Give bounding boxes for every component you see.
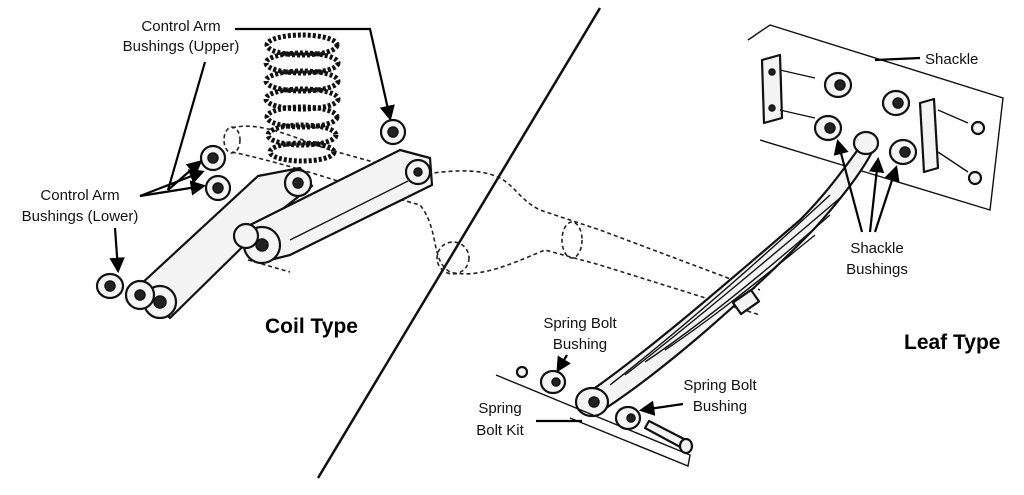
leader-lower-a xyxy=(139,169,205,198)
label-spring-bolt-bushing-left: Spring Bolt Bushing xyxy=(543,315,617,353)
leader-spring-bolt-bushing-left xyxy=(556,354,571,373)
spring-bolt xyxy=(643,419,694,455)
shackle-bushing-4 xyxy=(888,138,918,166)
shackle-bushing-3 xyxy=(813,114,843,142)
label-line: Spring Bolt xyxy=(683,377,757,394)
bushing-lower-2 xyxy=(95,272,125,300)
coil-spring xyxy=(263,32,341,164)
label-line: Control Arm xyxy=(141,18,220,35)
leader-spring-bolt-bushing-right xyxy=(638,400,684,416)
leader-upper-right xyxy=(235,27,395,122)
label-line: Spring Bolt xyxy=(543,315,617,332)
lower-control-arm xyxy=(124,166,314,320)
coil-type-title: Coil Type xyxy=(265,315,358,338)
shackle-nut-2 xyxy=(967,170,983,186)
label-shackle-bushings: Shackle Bushings xyxy=(846,240,908,278)
leader-shackle-bushings-b xyxy=(868,156,885,233)
label-spring-bolt-bushing-right: Spring Bolt Bushing xyxy=(683,377,757,415)
label-shackle: Shackle xyxy=(925,51,978,68)
label-line: Bushings (Upper) xyxy=(123,38,240,55)
label-control-arm-upper: Control Arm Bushings (Upper) xyxy=(123,18,240,55)
shackle-bushing-1 xyxy=(823,71,853,99)
leader-lower-b xyxy=(139,180,207,198)
leaf-spring xyxy=(583,130,880,414)
label-spring-bolt-kit: Spring Bolt Kit xyxy=(476,400,524,439)
leader-lower-c xyxy=(109,227,125,274)
label-line: Bushings (Lower) xyxy=(22,208,139,225)
upper-control-arm xyxy=(232,148,434,265)
leaf-type-title: Leaf Type xyxy=(904,331,1000,354)
label-control-arm-lower: Control Arm Bushings (Lower) xyxy=(22,187,139,225)
label-line: Bushings xyxy=(846,261,908,278)
label-line: Bolt Kit xyxy=(476,422,524,439)
label-line: Bushing xyxy=(553,336,607,353)
shackle-bushing-2 xyxy=(881,89,911,117)
label-line: Control Arm xyxy=(40,187,119,204)
label-line: Bushing xyxy=(693,398,747,415)
leader-upper-left xyxy=(166,61,207,191)
bushing-lower-1 xyxy=(204,174,232,202)
frame-plate xyxy=(747,24,1004,211)
spring-bolt-kit-plate xyxy=(495,374,691,467)
label-line: Shackle xyxy=(850,240,903,257)
leader-shackle-bushings-a xyxy=(833,139,864,233)
shackle-nut-1 xyxy=(970,120,986,136)
spring-bolt-bushing-left xyxy=(539,369,567,395)
leader-upper-left-arrow xyxy=(167,159,203,191)
bushing-upper-2 xyxy=(199,144,227,172)
label-line: Spring xyxy=(478,400,521,417)
spring-bolt-nut xyxy=(515,365,529,379)
shackle xyxy=(760,53,969,174)
bushing-upper-1 xyxy=(379,118,407,146)
leader-shackle xyxy=(874,56,921,62)
leader-shackle-bushings-c xyxy=(873,165,900,233)
spring-bolt-bushing-eye xyxy=(574,386,610,418)
